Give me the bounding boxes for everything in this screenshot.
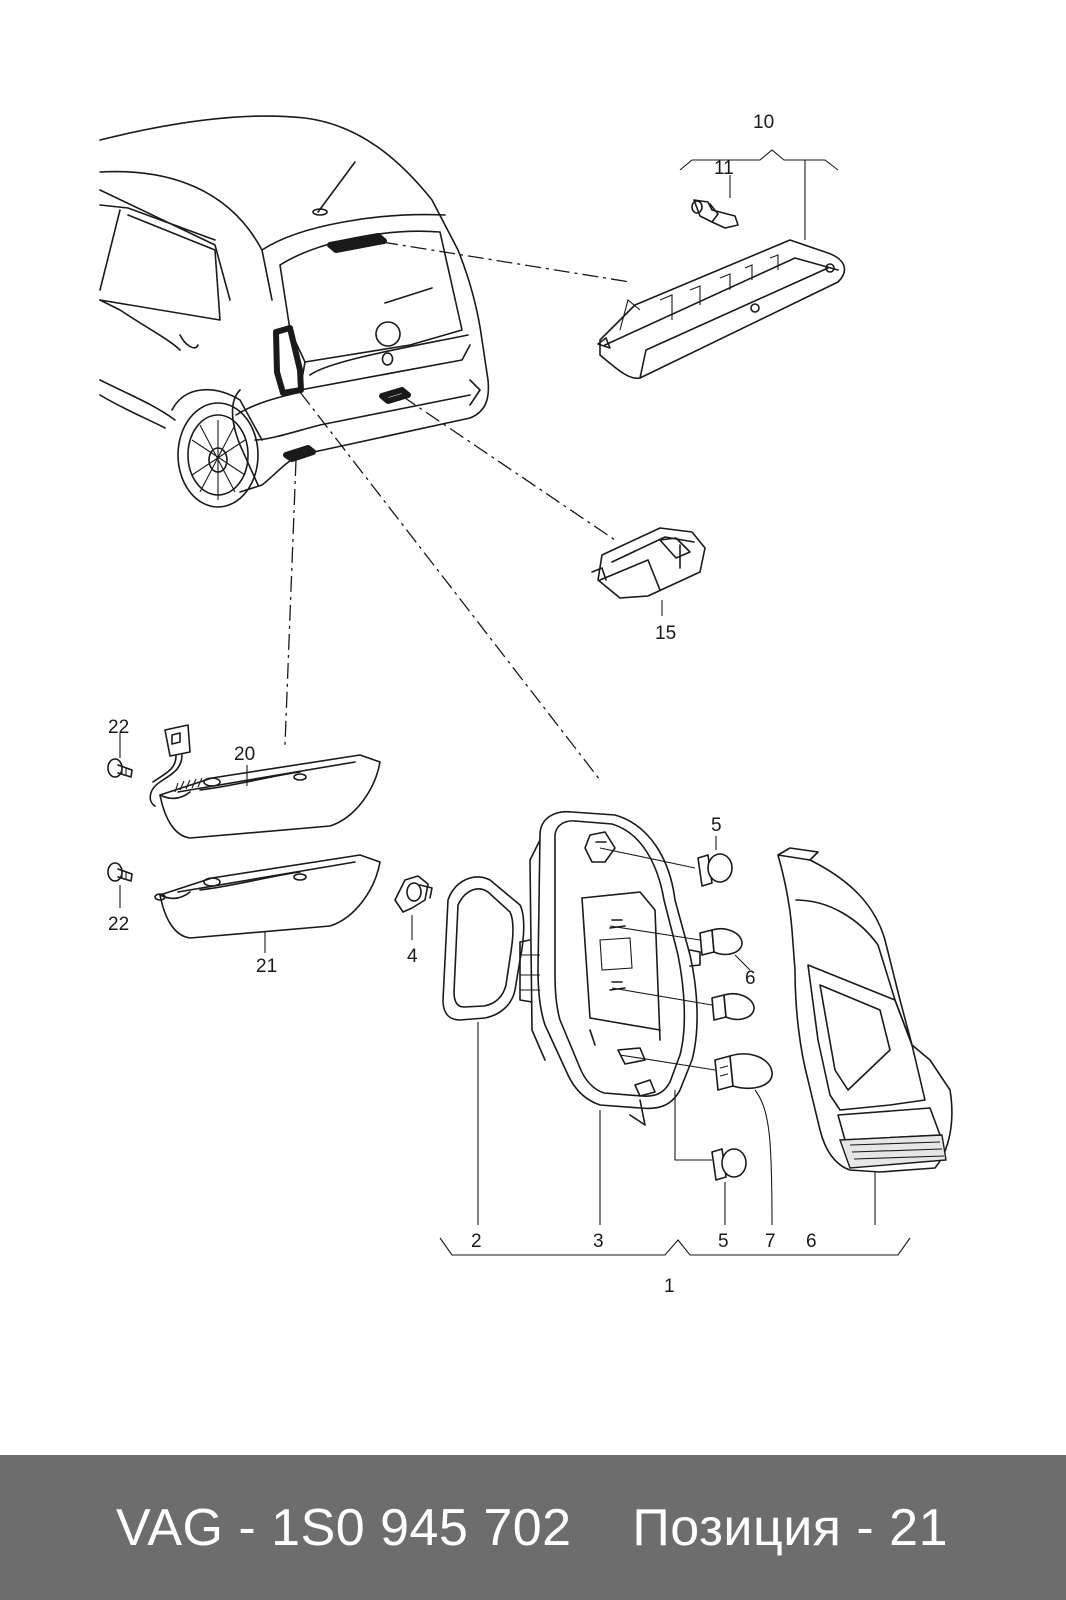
callout-10-bracket: [679, 149, 839, 240]
callout-5-bottom: 5: [718, 1231, 729, 1252]
parts-diagram: 10 11 15 20 22: [99, 112, 953, 1297]
callout-11: 11: [714, 158, 734, 179]
part-5-bulb-top: [697, 853, 733, 887]
part-10-high-mount-brake-light: [597, 239, 846, 380]
callout-15: 15: [655, 623, 676, 644]
callout-3: 3: [593, 1231, 604, 1252]
part-7-bulb: [714, 1053, 773, 1091]
part-11-bulb-holder: [691, 199, 739, 229]
callout-2: 2: [471, 1231, 482, 1252]
part-number-label: VAG - 1S0 945 702: [116, 1498, 572, 1557]
part-20-rear-reflector-with-connector: [149, 724, 381, 839]
part-4-clip-nut: [394, 875, 433, 913]
callout-22-bottom: 22: [108, 914, 129, 935]
callout-10: 10: [753, 112, 774, 133]
part-2-gasket: [442, 876, 525, 1021]
callout-4: 4: [407, 946, 418, 967]
part-5-bulb-bottom: [711, 1148, 747, 1181]
car-rear-illustration: [99, 115, 490, 508]
callout-7: 7: [765, 1231, 776, 1252]
callout-1-bracket: [439, 1237, 911, 1256]
leader-lines: [284, 241, 631, 781]
part-6-bulb-upper: [699, 927, 743, 956]
callout-21: 21: [256, 956, 277, 977]
callout-5-top: 5: [711, 815, 722, 836]
part-6-bulb-lower: [711, 992, 755, 1021]
footer-bar: VAG - 1S0 945 702 Позиция - 21: [0, 1455, 1066, 1600]
position-label: Позиция - 21: [632, 1498, 948, 1557]
callout-1: 1: [664, 1276, 675, 1297]
part-21-rear-reflector: [154, 854, 381, 939]
callout-22-top: 22: [108, 717, 129, 738]
part-22-screw-bottom: [107, 862, 133, 882]
part-3-bulb-carrier: [519, 810, 701, 1126]
callout-20: 20: [234, 744, 255, 765]
part-6-tail-light-lens: [777, 847, 953, 1173]
part-22-screw-top: [107, 758, 133, 778]
part-15-license-plate-light: [591, 527, 706, 599]
callout-6-side: 6: [745, 968, 756, 989]
callout-6-bottom: 6: [806, 1231, 817, 1252]
